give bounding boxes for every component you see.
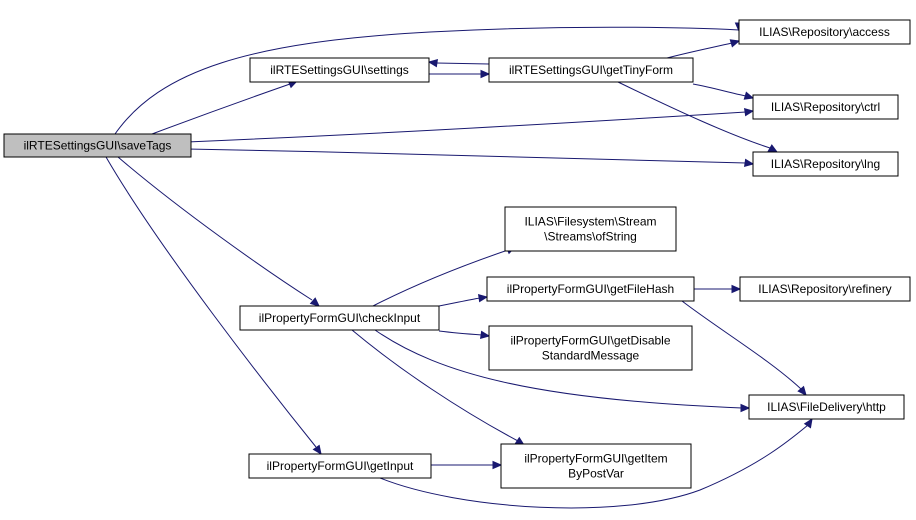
- node-label: StandardMessage: [542, 349, 640, 363]
- node-label: ilPropertyFormGUI\getInput: [267, 459, 414, 473]
- edge-saveTags-to-lng: [186, 148, 755, 167]
- arrowhead: [743, 108, 755, 117]
- node-box: [738, 19, 911, 45]
- node-getTinyForm[interactable]: ilRTESettingsGUI\getTinyForm: [488, 57, 694, 83]
- edge-line: [438, 297, 481, 307]
- edge-getFileHash-to-refinery: [694, 284, 742, 294]
- arrowhead: [797, 385, 807, 396]
- node-box: [486, 276, 695, 302]
- arrowhead: [492, 460, 503, 470]
- node-settings[interactable]: ilRTESettingsGUI\settings: [249, 57, 430, 83]
- node-label: ilRTESettingsGUI\saveTags: [24, 139, 172, 153]
- edge-line: [438, 330, 483, 336]
- arrowhead: [479, 330, 491, 339]
- edge-getInput-to-http: [379, 417, 813, 509]
- arrowhead: [803, 417, 813, 429]
- edge-line: [114, 26, 740, 135]
- node-label: ILIAS\FileDelivery\http: [767, 400, 886, 414]
- node-checkInput[interactable]: ilPropertyFormGUI\checkInput: [239, 305, 440, 331]
- node-saveTags[interactable]: ilRTESettingsGUI\saveTags: [3, 133, 192, 158]
- node-label: ILIAS\Filesystem\Stream: [524, 215, 656, 229]
- arrowhead: [312, 444, 322, 456]
- edge-line: [617, 81, 771, 149]
- edge-getTinyForm-to-ctrl: [692, 83, 755, 100]
- edge-line: [435, 62, 490, 65]
- node-box: [748, 394, 905, 420]
- node-box: [488, 57, 694, 83]
- node-box: [488, 325, 693, 371]
- edge-saveTags-to-settings: [151, 80, 299, 135]
- node-box: [739, 276, 911, 302]
- node-ctrl[interactable]: ILIAS\Repository\ctrl: [752, 94, 899, 120]
- node-label: ilPropertyFormGUI\checkInput: [259, 311, 421, 325]
- node-refinery[interactable]: ILIAS\Repository\refinery: [739, 276, 911, 302]
- arrowhead: [309, 297, 320, 307]
- edge-line: [692, 83, 747, 97]
- arrowhead: [477, 294, 489, 303]
- node-label: ilPropertyFormGUI\getFileHash: [507, 282, 674, 296]
- edges-layer: [105, 22, 813, 509]
- edge-line: [666, 42, 733, 59]
- arrowhead: [743, 158, 755, 167]
- node-label: \Streams\ofString: [544, 230, 637, 244]
- edge-saveTags-to-getInput: [105, 156, 322, 456]
- arrowhead: [740, 403, 751, 413]
- node-label: ilPropertyFormGUI\getItem: [524, 452, 667, 466]
- edge-line: [186, 111, 747, 143]
- node-label: ByPostVar: [568, 467, 624, 481]
- node-getFileHash[interactable]: ilPropertyFormGUI\getFileHash: [486, 276, 695, 302]
- arrowhead: [767, 144, 779, 153]
- node-box: [248, 453, 432, 479]
- edge-line: [681, 300, 802, 390]
- edge-checkInput-to-http: [374, 329, 751, 413]
- node-box: [752, 94, 899, 120]
- node-access[interactable]: ILIAS\Repository\access: [738, 19, 911, 45]
- edge-line: [374, 329, 743, 409]
- nodes-layer: ilRTESettingsGUI\saveTags ilRTESettingsGU…: [3, 19, 911, 489]
- node-box: [500, 443, 692, 489]
- edge-getTinyForm-to-settings: [427, 59, 490, 68]
- edge-getTinyForm-to-access: [666, 39, 741, 59]
- arrowhead: [480, 69, 491, 79]
- edge-line: [105, 156, 317, 448]
- edge-line: [186, 148, 747, 164]
- node-label: ILIAS\Repository\access: [759, 25, 890, 39]
- edge-line: [372, 249, 509, 307]
- node-box: [249, 57, 430, 83]
- arrowhead: [729, 39, 741, 48]
- edge-line: [117, 156, 313, 301]
- edge-settings-to-getTinyForm: [429, 69, 491, 79]
- node-box: [504, 206, 677, 252]
- edge-getInput-to-getItem: [431, 460, 503, 470]
- edge-checkInput-to-getFileHash: [438, 294, 489, 307]
- arrowhead: [743, 91, 755, 100]
- node-label: ilPropertyFormGUI\getDisable: [510, 334, 670, 348]
- node-lng[interactable]: ILIAS\Repository\lng: [752, 151, 899, 177]
- node-box: [3, 133, 192, 158]
- arrowhead: [427, 59, 439, 68]
- edge-saveTags-to-ctrl: [186, 108, 755, 143]
- node-box: [752, 151, 899, 177]
- node-label: ilRTESettingsGUI\settings: [270, 63, 409, 77]
- edge-getFileHash-to-http: [681, 300, 807, 396]
- edge-line: [351, 329, 519, 442]
- node-label: ILIAS\Repository\lng: [771, 157, 880, 171]
- edge-line: [151, 83, 291, 135]
- node-box: [239, 305, 440, 331]
- node-ofString[interactable]: ILIAS\Filesystem\Stream\Streams\ofString: [504, 206, 677, 252]
- node-label: ILIAS\Repository\refinery: [758, 282, 891, 296]
- edge-checkInput-to-getDisable: [438, 330, 491, 339]
- node-getInput[interactable]: ilPropertyFormGUI\getInput: [248, 453, 432, 479]
- node-getDisable[interactable]: ilPropertyFormGUI\getDisableStandardMess…: [488, 325, 693, 371]
- edge-line: [379, 424, 809, 509]
- node-label: ILIAS\Repository\ctrl: [771, 100, 880, 114]
- node-http[interactable]: ILIAS\FileDelivery\http: [748, 394, 905, 420]
- arrowhead: [731, 284, 742, 294]
- node-label: ilRTESettingsGUI\getTinyForm: [509, 63, 673, 77]
- edge-saveTags-to-checkInput: [117, 156, 320, 307]
